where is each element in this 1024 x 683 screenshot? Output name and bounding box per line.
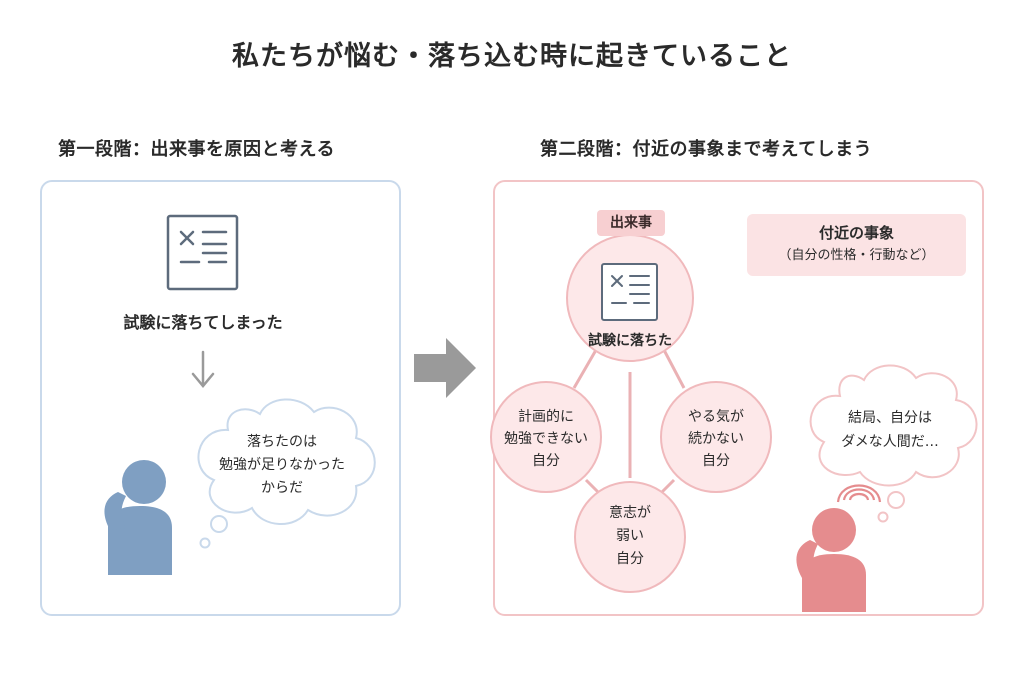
thought-bubble-right	[809, 364, 978, 523]
circle-willpower	[574, 481, 686, 593]
circle-motivation-text: やる気が 続かない 自分	[666, 406, 766, 472]
stage1-panel	[40, 180, 401, 616]
circle-line: 弱い	[616, 528, 644, 544]
thought-bubble	[197, 398, 376, 549]
nearby-title: 付近の事象	[818, 224, 894, 242]
stage1-thought-text: 落ちたのは 勉強が足りなかった からだ	[212, 431, 352, 500]
nearby-subtitle: （自分の性格・行動など）	[778, 248, 935, 263]
circle-line: 計画的に	[518, 409, 574, 425]
thought-line: からだ	[261, 480, 303, 496]
page-title: 私たちが悩む・落ち込む時に起きていること	[232, 41, 792, 72]
circle-line: 自分	[702, 453, 730, 469]
test-paper-icon-small	[601, 263, 658, 321]
circle-motivation	[660, 381, 772, 493]
thought-line: 勉強が足りなかった	[219, 457, 345, 473]
circle-willpower-text: 意志が 弱い 自分	[580, 502, 680, 571]
center-event-text: 試験に落ちた	[588, 333, 672, 349]
circle-line: 勉強できない	[504, 431, 588, 447]
stage1-event-text: 試験に落ちてしまった	[123, 313, 283, 332]
stage2-panel	[493, 180, 984, 616]
thought-line: 結局、自分は	[848, 410, 932, 426]
stage1-heading: 第一段階：出来事を原因と考える	[58, 139, 335, 160]
circle-nodes	[490, 234, 772, 593]
distressed-person-icon	[796, 484, 882, 612]
worried-person-icon	[104, 460, 172, 575]
circle-line: 自分	[616, 551, 644, 567]
test-paper-icon	[166, 214, 239, 291]
circle-line: 自分	[532, 453, 560, 469]
stage2-thought-text: 結局、自分は ダメな人間だ…	[820, 406, 960, 454]
circle-line: やる気が	[688, 409, 744, 425]
down-arrow-icon	[191, 350, 215, 388]
nearby-events-box: 付近の事象 （自分の性格・行動など）	[747, 214, 966, 276]
stage2-heading: 第二段階：付近の事象まで考えてしまう	[540, 139, 873, 160]
event-tag: 出来事	[597, 210, 665, 236]
thought-line: 落ちたのは	[247, 434, 317, 450]
circle-line: 続かない	[688, 431, 744, 447]
circle-line: 意志が	[609, 505, 651, 521]
right-arrow-icon	[414, 338, 476, 398]
thought-line: ダメな人間だ…	[841, 434, 939, 450]
circle-planning	[490, 381, 602, 493]
circle-planning-text: 計画的に 勉強できない 自分	[496, 406, 596, 472]
